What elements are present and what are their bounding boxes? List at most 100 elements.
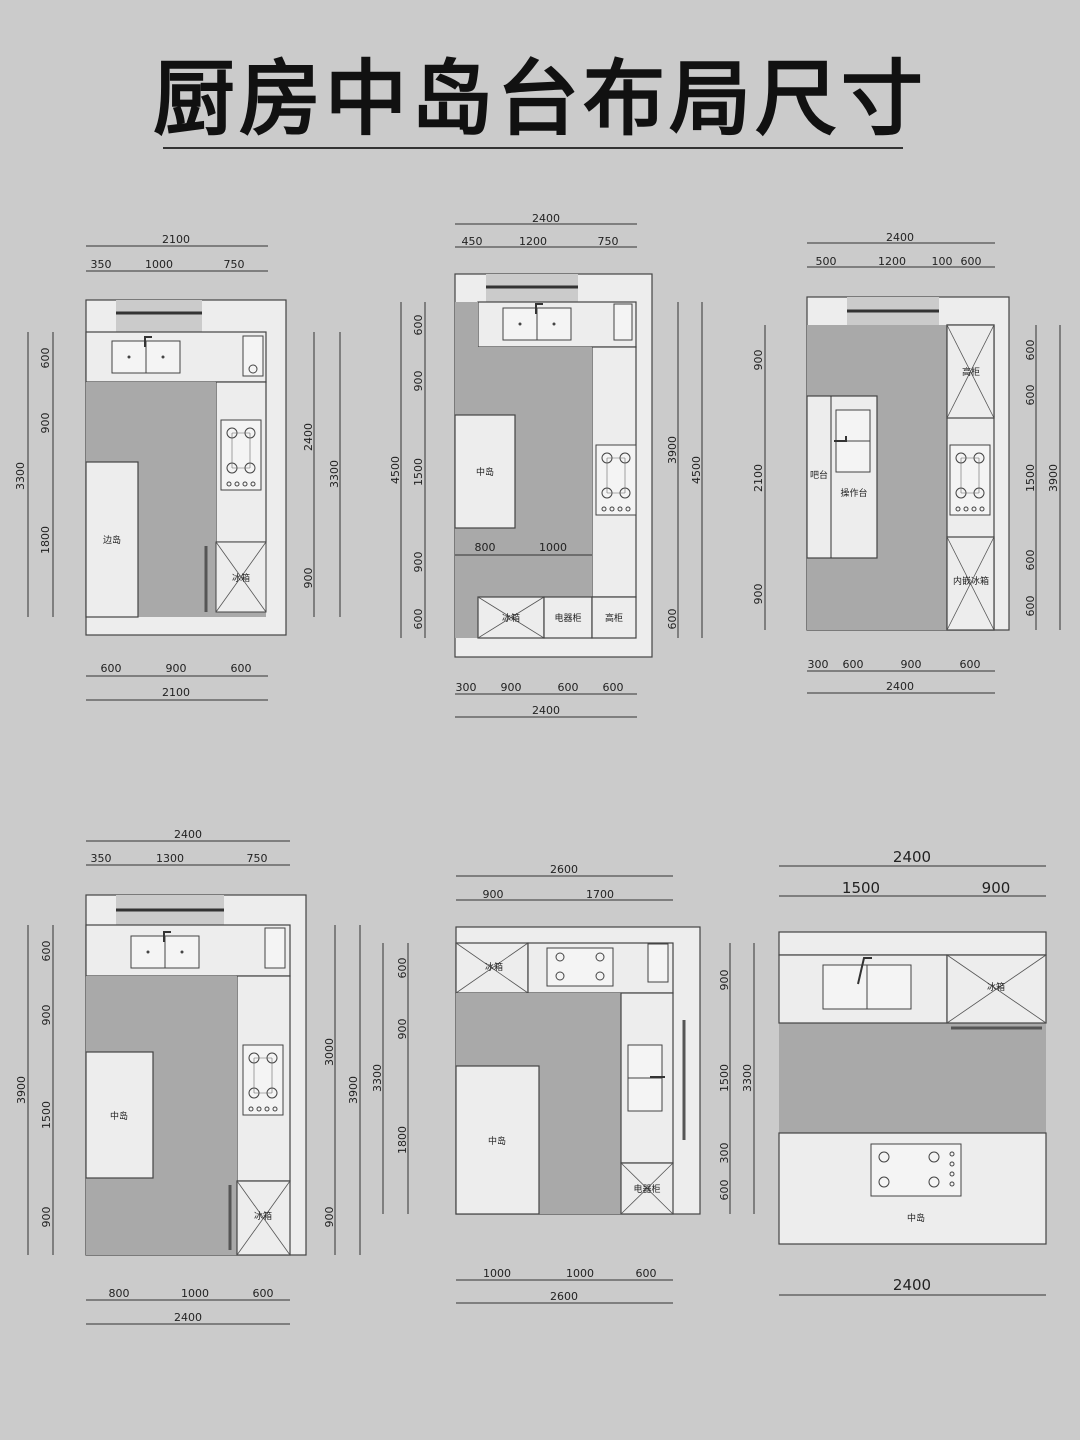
- plan-4-right-b: 900: [323, 1207, 336, 1228]
- plan-2-left-b: 900: [412, 371, 425, 392]
- plan-4-left-c: 1500: [40, 1101, 53, 1129]
- plan-2-fridge-label: 冰箱: [502, 612, 520, 624]
- plan-6-bot-total: 2400: [893, 1276, 931, 1294]
- plan-5-left-total: 3300: [371, 1064, 384, 1092]
- plan-3-left-c: 900: [752, 584, 765, 605]
- plan-5-left-b: 900: [396, 1019, 409, 1040]
- plan-5-bot-a: 1000: [483, 1267, 511, 1280]
- plan-5-right-total: 3300: [741, 1064, 754, 1092]
- plan-2-bot-c: 600: [558, 681, 579, 694]
- plan-5-appliance-label: 电器柜: [633, 1183, 660, 1195]
- plan-2-island: [454, 414, 516, 529]
- plan-6-top-a: 1500: [842, 879, 880, 897]
- plan-1-top-total: 2100: [162, 233, 190, 246]
- plan-1-sink-icon: [111, 336, 181, 374]
- plan-2: 中岛 冰箱 电器柜 高柜 800 1000 2400 450 1200 750 …: [389, 212, 703, 718]
- plan-4-island-label: 中岛: [110, 1110, 128, 1122]
- plan-5-fridge-label: 冰箱: [485, 961, 503, 973]
- plan-4-right-total: 3900: [347, 1076, 360, 1104]
- plan-4-sink-icon: [130, 931, 200, 969]
- plan-1-dispenser-icon: [242, 335, 264, 377]
- plan-5-bot-b: 1000: [566, 1267, 594, 1280]
- plan-4: 冰箱 中岛 2400 350 1300 750 3900 600 900 150…: [15, 828, 361, 1325]
- plan-3-bot-a: 300: [808, 658, 829, 671]
- plan-4-top-a: 350: [91, 852, 112, 865]
- plan-1-left-a: 600: [39, 348, 52, 369]
- plan-2-appliance-box: [543, 596, 593, 639]
- plan-5-right-b: 1500: [718, 1064, 731, 1092]
- plan-1-bot-c: 600: [231, 662, 252, 675]
- plan-3-top-total: 2400: [886, 231, 914, 244]
- plan-1-right-a: 2400: [302, 423, 315, 451]
- plan-4-bot-c: 600: [253, 1287, 274, 1300]
- plan-1-top-b: 1000: [145, 258, 173, 271]
- plan-2-right-total: 4500: [690, 456, 703, 484]
- plan-1-bot-total: 2100: [162, 686, 190, 699]
- plan-5-right-a: 900: [718, 970, 731, 991]
- plan-4-island: [85, 1051, 154, 1179]
- plan-2-top-b: 1200: [519, 235, 547, 248]
- plan-4-bot-a: 800: [109, 1287, 130, 1300]
- plan-3-left-a: 900: [752, 350, 765, 371]
- plan-2-sink-icon: [502, 303, 572, 341]
- plan-2-bot-total: 2400: [532, 704, 560, 717]
- plan-1-bot-b: 900: [166, 662, 187, 675]
- plan-5-dispenser-icon: [647, 943, 669, 983]
- plan-2-tall-label: 高柜: [605, 612, 623, 624]
- plan-5-bot-c: 600: [636, 1267, 657, 1280]
- plan-4-dispenser-icon: [264, 927, 286, 969]
- plan-1-side-island: [85, 461, 139, 618]
- plan-2-stove-icon: [595, 444, 637, 516]
- plan-2-island-label: 中岛: [476, 466, 494, 478]
- plan-2-inner-b: 1000: [539, 541, 567, 554]
- plan-1: 冰箱 边岛 2100 350 1000 750 3300 600 900 180…: [14, 233, 341, 701]
- plan-3-right-c: 1500: [1024, 464, 1037, 492]
- plan-2-appliance-label: 电器柜: [554, 612, 581, 624]
- plan-5-island: [455, 1065, 540, 1215]
- plan-2-bot-d: 600: [603, 681, 624, 694]
- plan-6-top-b: 900: [982, 879, 1011, 897]
- plan-4-right-a: 3000: [323, 1038, 336, 1066]
- plan-1-right-b: 900: [302, 568, 315, 589]
- plan-4-bot-total: 2400: [174, 1311, 202, 1324]
- plan-2-left-c: 1500: [412, 458, 425, 486]
- plan-3-bot-d: 600: [960, 658, 981, 671]
- plan-1-left-total: 3300: [14, 462, 27, 490]
- plan-6-back-counter: [778, 931, 1047, 956]
- plan-1-left-b: 900: [39, 413, 52, 434]
- plan-3-top-b: 1200: [878, 255, 906, 268]
- plan-5-bot-total: 2600: [550, 1290, 578, 1303]
- plan-6-fridge-label: 冰箱: [987, 981, 1005, 993]
- plan-2-top-c: 750: [598, 235, 619, 248]
- plan-5-top-total: 2600: [550, 863, 578, 876]
- plan-4-fridge-label: 冰箱: [254, 1210, 272, 1222]
- plan-4-left-d: 900: [40, 1207, 53, 1228]
- plan-3-fridge-label: 内嵌冰箱: [953, 575, 989, 587]
- plan-3-stove-icon: [949, 444, 991, 516]
- plan-3-bot-b: 600: [843, 658, 864, 671]
- plan-3-top-d: 600: [961, 255, 982, 268]
- plan-1-top-c: 750: [224, 258, 245, 271]
- plan-4-top-c: 750: [247, 852, 268, 865]
- plan-5-left-c: 1800: [396, 1126, 409, 1154]
- plan-4-top-b: 1300: [156, 852, 184, 865]
- plan-2-left-e: 600: [412, 609, 425, 630]
- plan-3-bar-label: 吧台: [810, 469, 828, 481]
- page-title: 厨房中岛台布局尺寸: [152, 51, 927, 147]
- plan-1-side-island-label: 边岛: [103, 534, 121, 546]
- plan-2-tall-box: [591, 596, 637, 639]
- plan-2-dispenser-icon: [613, 303, 633, 341]
- plan-6: 冰箱 中岛 2400 1500 900 2400: [778, 848, 1047, 1296]
- plan-4-left-b: 900: [40, 1005, 53, 1026]
- plan-5-top-b: 1700: [586, 888, 614, 901]
- plan-6-island-label: 中岛: [907, 1212, 925, 1224]
- plan-4-stove-icon: [242, 1044, 284, 1116]
- plan-4-left-a: 600: [40, 941, 53, 962]
- plan-3-right-e: 600: [1024, 596, 1037, 617]
- plan-1-bot-a: 600: [101, 662, 122, 675]
- plan-6-top-total: 2400: [893, 848, 931, 866]
- plan-2-top-total: 2400: [532, 212, 560, 225]
- plan-3-right-b: 600: [1024, 385, 1037, 406]
- plan-3-prep-label: 操作台: [840, 487, 867, 499]
